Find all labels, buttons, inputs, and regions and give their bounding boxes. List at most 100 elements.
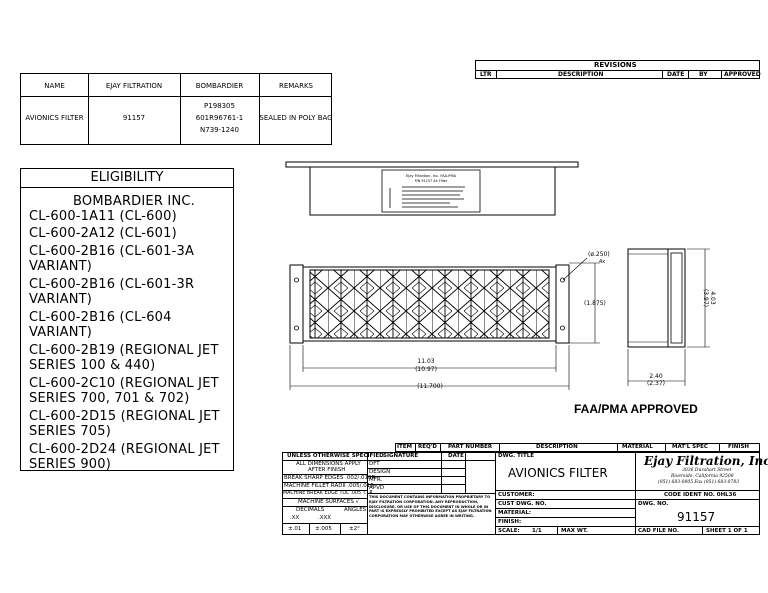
dwg-title-label: DWG. TITLE [498,453,534,459]
col-header-bombardier: BOMBARDIER [195,82,244,90]
company-phone: (951) 683-0805 Fax (951) 683-0783 [658,480,740,485]
eligibility-line: VARIANT) [29,292,93,307]
company-address-2: Riverside, California 92508 [671,474,734,479]
side-dimensions [627,248,710,386]
sig-design: DESIGN [369,469,391,475]
bom-col-part-number: PART NUMBER [448,444,493,450]
faa-pma-approved: FAA/PMA APPROVED [574,402,698,416]
xxx-label: .XXX [318,515,332,521]
cell-bombardier-pn-1: P198305 [204,102,235,110]
bom-col-matl-spec: MAT'L SPEC [672,444,708,450]
rev-col-ltr: LTR [480,71,492,78]
cell-name: AVIONICS FILTER [25,114,84,122]
angles-label: ANGLES [344,507,367,513]
bom-col-reqd: REQ'D [418,444,437,450]
dim-overall-length: (11.700) [417,383,443,390]
top-view: Ejay Filtration, Inc. FAA-PMA P/N 91157 … [285,161,579,216]
col-header-ejay: EJAY FILTRATION [105,82,163,90]
label-line-2: P/N 91157 Air Filter [415,179,448,183]
date-header: DATE [448,453,464,459]
dim-hole-qty: 4x [599,259,605,265]
dim-hole-diameter: (ø.250) [588,251,610,258]
dim-length-bottom: (10.97) [415,366,437,373]
tol-note-3: BREAK SHARP EDGES .002/.010R [284,475,376,481]
rev-col-by: BY [699,71,708,78]
sig-dft: DFT [369,461,380,467]
eligibility-line: VARIANT) [29,325,93,340]
sheet-label: SHEET 1 OF 1 [706,528,748,534]
dim-side-height-top: 4.03 [709,291,716,305]
max-wt-label: MAX WT. [561,528,588,534]
front-dimensions [289,257,600,390]
bom-col-item: ITEM [397,444,413,450]
label-line-1: Ejay Filtration, Inc. FAA-PMA [406,174,457,178]
cust-dwg-label: CUST DWG. NO. [498,501,547,507]
cad-file-label: CAD FILE NO. [638,528,680,534]
cell-bombardier-pn-2: 601R96761-1 [195,114,244,122]
proprietary-notice: THIS DOCUMENT CONTAINS INFORMATION PROPR… [369,495,492,519]
tol-xxx: ±.005 [315,526,332,532]
eligibility-line: CL-600-2A12 (CL-601) [29,226,177,241]
col-header-remarks: REMARKS [278,82,313,90]
scale-label: SCALE: [498,528,520,534]
eligibility-line: SERIES 700, 701 & 702) [29,391,190,406]
eligibility-line: CL-600-2B16 (CL-601-3R [29,277,195,292]
scale-value: 1/1 [532,528,542,534]
sig-apvd: APVD [369,485,385,491]
eligibility-line: VARIANT) [29,259,93,274]
revisions-block: REVISIONS LTR DESCRIPTION DATE BY APPROV… [475,60,761,79]
rev-col-date: DATE [667,71,685,78]
eligibility-title: ELIGIBILITY [20,168,234,188]
material-label: MATERIAL: [498,510,532,516]
eligibility-line: SERIES 900) [29,457,112,472]
bom-col-material: MATERIAL [622,444,653,450]
eligibility-line: CL-600-1A11 (CL-600) [29,209,177,224]
code-ident: CODE IDENT NO. 0HL36 [664,492,737,498]
customer-label: CUSTOMER: [498,492,535,498]
bom-col-description: DESCRIPTION [536,444,578,450]
eligibility-line: CL-600-2C10 (REGIONAL JET [29,376,219,391]
filter-technical-drawing: Ejay Filtration, Inc. FAA-PMA P/N 91157 … [285,161,716,390]
cell-bombardier-pn-3: N739-1240 [200,126,239,134]
tol-angle: ±2° [349,526,360,532]
eligibility-line: CL-600-2B16 (CL-601-3A [29,244,195,259]
dim-length-top: 11.03 [417,358,434,365]
bom-col-finish: FINISH [728,444,750,450]
dim-side-width-bottom: (2.37) [647,380,665,387]
rev-col-approved: APPROVED [724,71,761,78]
unless-specified: UNLESS OTHERWISE SPECIFIED [287,453,384,459]
signature-header: SIGNATURE [383,453,419,459]
sig-mfr: MFR. [369,477,383,483]
company-name: Ejay Filtration, Inc. [644,454,768,468]
eligibility-line: BOMBARDIER INC. [73,194,195,209]
title-block: ITEM REQ'D PART NUMBER DESCRIPTION MATER… [282,443,768,535]
eligibility-line: SERIES 705) [29,424,112,439]
side-view [627,248,686,348]
dwg-title: AVIONICS FILTER [508,466,608,480]
rev-col-description: DESCRIPTION [558,71,604,78]
tol-note-6: MACHINE SURFACES √ [298,499,360,505]
dim-side-width-top: 2.40 [649,373,663,380]
eligibility-line: CL-600-2D24 (REGIONAL JET [29,442,220,457]
tol-note-5: MACHINE BREAK EDGE TOL .005 T.I.R. [283,491,375,496]
cell-ejay-pn: 91157 [122,114,146,122]
decimals-label: DECIMALS [296,507,325,513]
company-address-1: 3036 Durahart Street [682,468,732,473]
tol-note-1: ALL DIMENSIONS APPLY [296,461,361,467]
dwg-no: 91157 [677,510,716,524]
eligibility-list: BOMBARDIER INC. CL-600-1A11 (CL-600) CL-… [20,188,234,472]
revisions-title: REVISIONS [594,61,637,69]
eligibility-line: CL-600-2B19 (REGIONAL JET [29,343,219,358]
col-header-name: NAME [44,82,65,90]
eligibility-line: CL-600-2D15 (REGIONAL JET [29,409,220,424]
tol-xx: ±.01 [288,526,302,532]
finish-label: FINISH: [498,519,522,525]
tol-note-4: MACHINE FILLET RADII .005/.015 [284,483,374,489]
eligibility-line: SERIES 100 & 440) [29,358,156,373]
dim-side-height-bottom: (3.97) [702,289,709,307]
dim-inner-height: (1.875) [584,300,606,307]
front-view [289,264,570,344]
parts-table: NAME EJAY FILTRATION BOMBARDIER REMARKS … [20,73,333,145]
cell-remarks: SEALED IN POLY BAG [259,114,333,122]
eligibility-line: CL-600-2B16 (CL-604 [29,310,172,325]
